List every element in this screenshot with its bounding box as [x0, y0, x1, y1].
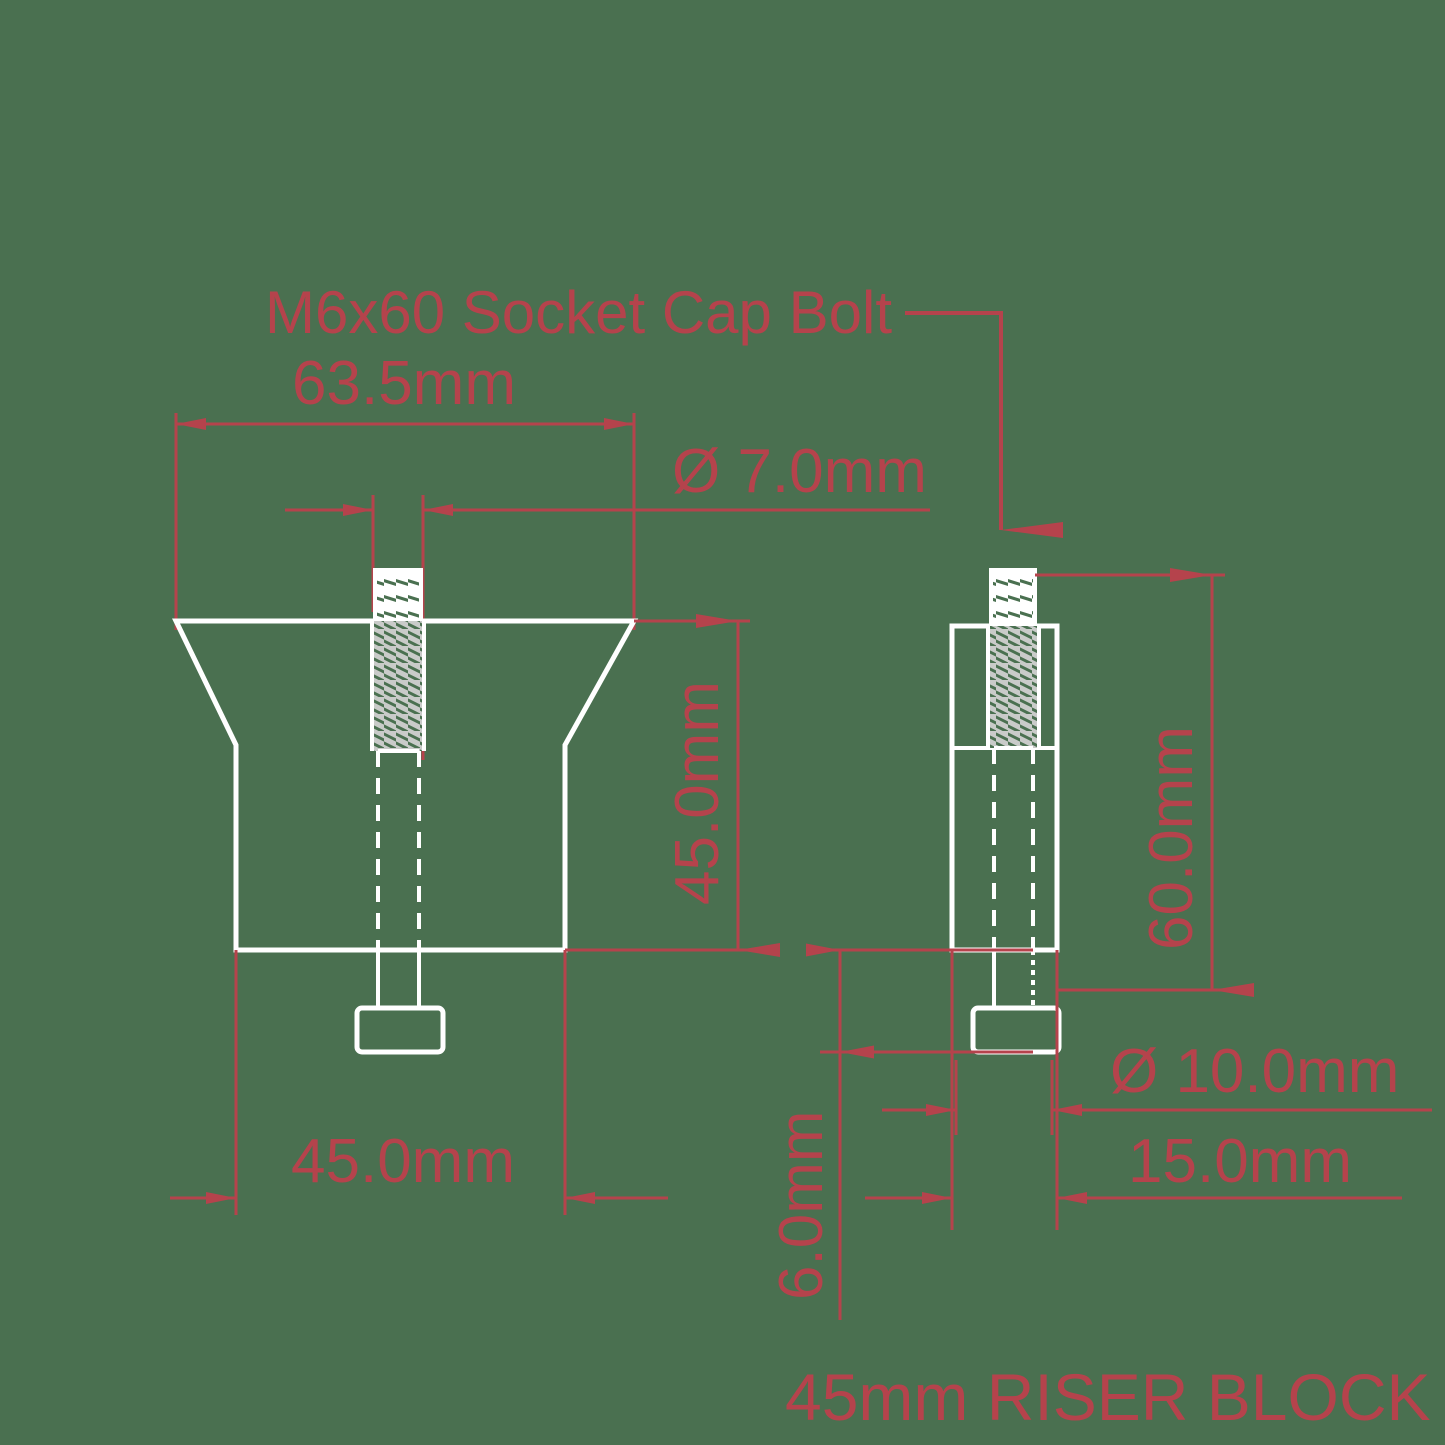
dimension-label-base-thickness: 6.0mm: [767, 1111, 836, 1300]
right-bolt-assembly: [970, 568, 1062, 1055]
left-bolt-assembly: [354, 568, 446, 1055]
dimension-counterbore-diameter: Ø 10.0mm: [882, 1037, 1432, 1135]
dimension-right-block-height: 60.0mm: [1035, 568, 1254, 997]
dimension-label-right-block-height: 60.0mm: [1137, 726, 1206, 950]
callout-label-bolt: M6x60 Socket Cap Bolt: [265, 279, 892, 346]
dimension-base-width: 45.0mm: [170, 950, 668, 1215]
dimension-label-counterbore-diameter: Ø 10.0mm: [1110, 1037, 1399, 1106]
dimension-label-left-block-height: 45.0mm: [663, 681, 732, 905]
dimension-top-width: 63.5mm: [174, 349, 636, 630]
dimension-label-bolt-diameter: Ø 7.0mm: [672, 437, 927, 506]
drawing-title: 45mm RISER BLOCK: [785, 1360, 1431, 1434]
dimension-label-base-width: 45.0mm: [291, 1127, 515, 1196]
dimension-label-right-block-width: 15.0mm: [1128, 1127, 1352, 1196]
leader-bolt-callout: M6x60 Socket Cap Bolt: [265, 279, 1063, 538]
dimension-base-thickness: 6.0mm: [767, 943, 1033, 1320]
dimension-bolt-diameter: Ø 7.0mm: [285, 437, 930, 760]
dimension-left-block-height: 45.0mm: [565, 614, 780, 957]
dimension-label-top-width: 63.5mm: [292, 349, 516, 418]
dimension-right-block-width: 15.0mm: [865, 950, 1402, 1230]
